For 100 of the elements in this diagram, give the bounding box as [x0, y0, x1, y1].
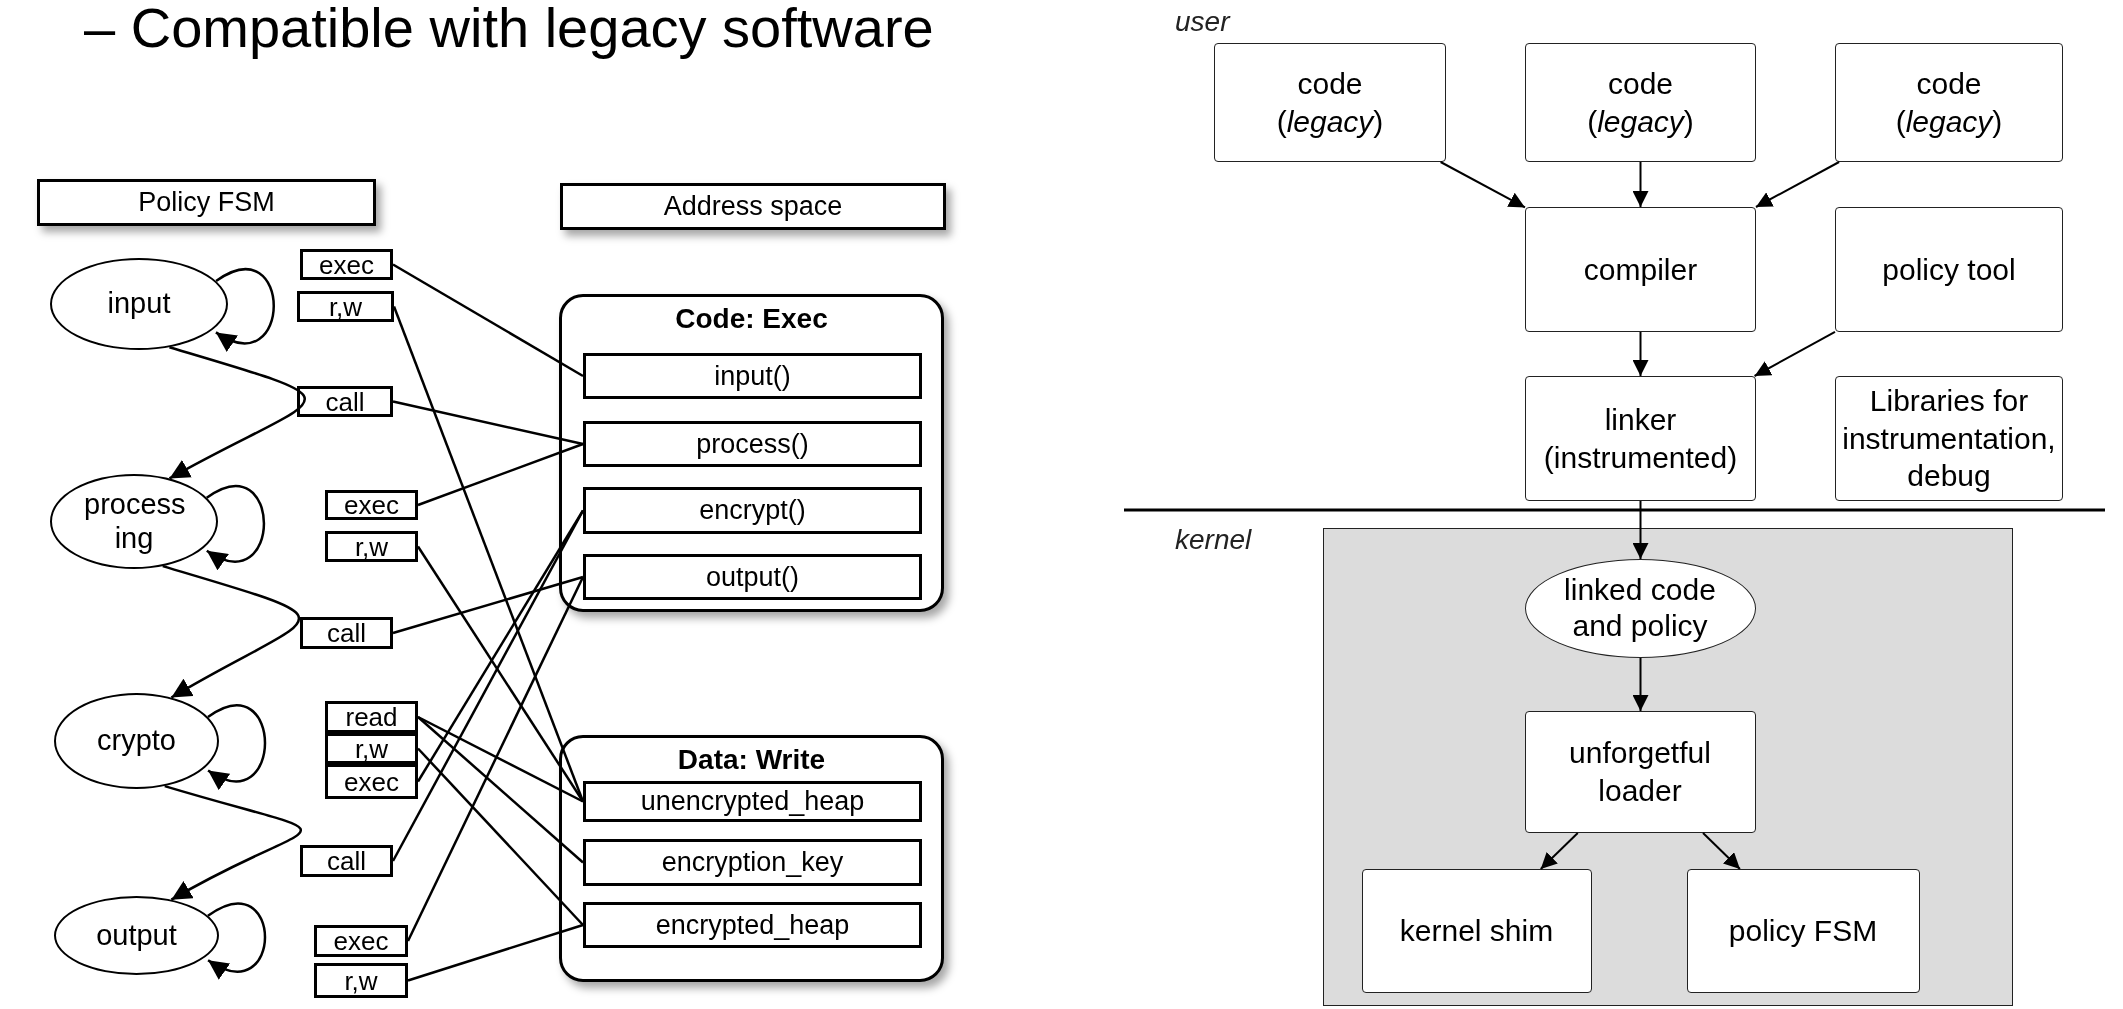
- node-label: r,w: [344, 967, 378, 994]
- arrow: [1632, 500, 1649, 560]
- memory-section-box: [583, 839, 922, 886]
- access-tag: [325, 531, 418, 562]
- arrow: [164, 784, 302, 901]
- node-label: unforgetful loader: [1568, 735, 1712, 809]
- memory-section-box: [583, 353, 922, 399]
- node-label: kernel shim: [1399, 912, 1554, 949]
- arrow: [1439, 161, 1526, 209]
- memory-section-box: [583, 902, 922, 948]
- arrow: [1632, 161, 1649, 208]
- arrow: [206, 485, 266, 569]
- connector-line: [417, 442, 584, 507]
- node-label: encryption_key: [661, 847, 844, 878]
- node-label: output: [96, 918, 177, 953]
- arrow: [1539, 832, 1579, 870]
- process-box: [1686, 868, 1920, 993]
- region-heading: Data: Write: [677, 744, 826, 776]
- region-label: kernel: [1175, 524, 1252, 556]
- connector-line: [406, 576, 585, 942]
- connector-line: [392, 575, 584, 635]
- region-heading: Code: Exec: [675, 303, 828, 335]
- node-label: linker (instrumented): [1542, 402, 1739, 476]
- memory-region-box: [559, 294, 944, 612]
- memory-section-box: [583, 487, 922, 534]
- arrow: [168, 346, 306, 480]
- node-label: exec: [333, 928, 389, 954]
- process-box: [1525, 376, 1756, 501]
- node-label: exec: [319, 251, 374, 278]
- memory-region-box: [559, 735, 944, 982]
- process-box: [1835, 376, 2063, 501]
- node-label: process ing: [84, 488, 184, 555]
- process-box: [1361, 868, 1592, 993]
- connector-line: [392, 400, 584, 446]
- access-tag: [325, 490, 418, 520]
- node-label: policy tool: [1882, 251, 2016, 288]
- node-label: policy FSM: [1728, 912, 1878, 949]
- arrow: [1632, 657, 1649, 712]
- memory-section-box: [583, 554, 922, 600]
- node-label: encrypt(): [699, 495, 806, 526]
- region-label: user: [1175, 6, 1230, 38]
- node-label: code (legacy): [1894, 66, 2004, 140]
- node-label: exec: [344, 492, 399, 518]
- process-box: [1214, 43, 1446, 162]
- arrow: [1632, 331, 1649, 377]
- connector-line: [407, 923, 584, 982]
- process-box: [1525, 207, 1756, 332]
- access-tag: [325, 764, 418, 799]
- connector-line: [392, 263, 584, 378]
- access-tag: [325, 701, 418, 733]
- access-tag: [314, 925, 408, 957]
- arrow: [162, 564, 300, 699]
- node-label: compiler: [1583, 251, 1698, 288]
- connector-line: [391, 509, 585, 862]
- process-box: [1835, 207, 2063, 332]
- arrow: [1702, 832, 1741, 870]
- arrow: [1753, 330, 1836, 377]
- node-label: input(): [714, 360, 791, 392]
- arrow: [207, 902, 267, 979]
- memory-section-box: [583, 421, 922, 467]
- node-label: exec: [344, 768, 399, 795]
- access-tag: [300, 617, 393, 649]
- access-tag: [300, 845, 393, 877]
- node-label: r,w: [328, 293, 363, 320]
- process-box: [1524, 710, 1756, 833]
- connector-line: [416, 545, 585, 803]
- process-box: [1835, 43, 2063, 162]
- node-label: call: [327, 848, 366, 874]
- connector-line: [417, 716, 584, 864]
- node-label: output(): [705, 561, 800, 593]
- node-label: Address space: [663, 191, 843, 222]
- node-label: encrypted_heap: [655, 909, 850, 941]
- node-label: Policy FSM: [138, 187, 275, 218]
- node-label: input: [107, 287, 171, 321]
- node-label: r,w: [354, 533, 389, 560]
- access-tag: [300, 249, 393, 280]
- access-tag: [297, 386, 393, 417]
- node-label: crypto: [97, 724, 176, 758]
- node-label: call: [327, 620, 366, 646]
- node-label: Libraries for instrumentation, debug: [1841, 383, 2057, 495]
- memory-section-box: [583, 781, 922, 822]
- connector-line: [417, 747, 584, 926]
- node-label: linked code and policy: [1563, 572, 1717, 644]
- region-box: [1323, 528, 2013, 1006]
- node-label: unencrypted_heap: [640, 786, 865, 817]
- node-label: r,w: [354, 735, 389, 762]
- access-tag: [314, 963, 408, 998]
- access-tag: [297, 291, 394, 322]
- connector-line: [417, 715, 584, 803]
- node-label: call: [325, 388, 365, 415]
- header-box: [37, 179, 376, 226]
- node-label: process(): [696, 428, 809, 460]
- process-box: [1525, 43, 1756, 162]
- access-tag: [325, 733, 418, 764]
- node-label: code (legacy): [1586, 66, 1695, 140]
- node-label: read: [345, 704, 398, 730]
- header-box: [560, 183, 946, 230]
- arrow: [207, 704, 267, 789]
- connector-line: [392, 306, 585, 802]
- arrow: [1754, 161, 1841, 208]
